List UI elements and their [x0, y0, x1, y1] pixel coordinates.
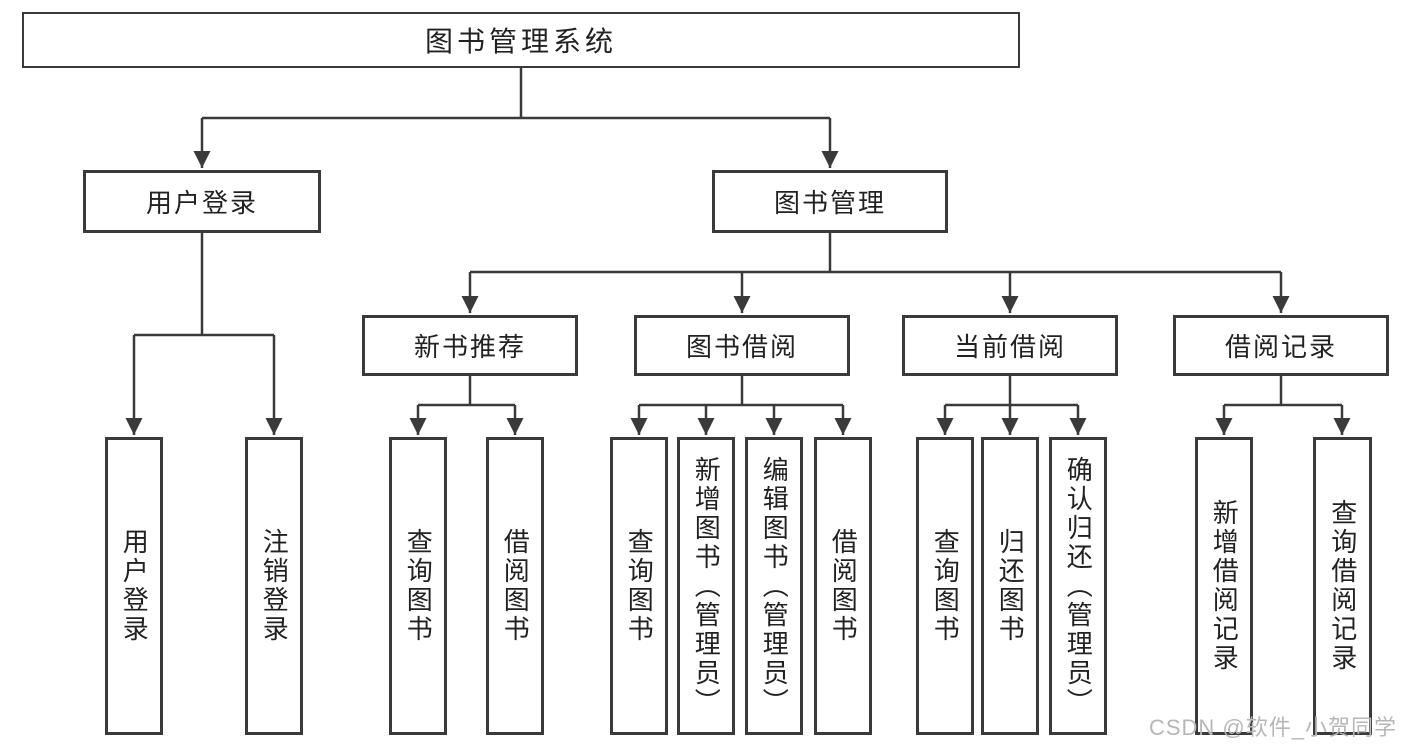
leaf-return-books: 归还图书: [981, 437, 1039, 735]
node-new-book-recommend: 新书推荐: [362, 315, 578, 376]
node-label: 当前借阅: [953, 332, 1066, 362]
csdn-watermark: CSDN @软件_小贺同学: [1148, 715, 1397, 740]
leaf-query-borrow-record: 查询借阅记录: [1313, 437, 1372, 735]
node-label: 图书管理系统: [424, 26, 617, 57]
node-label: 归还图书: [995, 528, 1026, 644]
node-label: 注销登录: [259, 528, 290, 644]
node-label: 用户登录: [119, 528, 150, 644]
node-label: 图书管理: [773, 188, 886, 218]
node-label: 用户登录: [145, 188, 258, 218]
leaf-confirm-return-admin: 确认归还（管理员）: [1049, 437, 1107, 735]
node-label: 查询图书: [624, 528, 655, 644]
node-borrow-records: 借阅记录: [1173, 315, 1389, 376]
node-label: 借阅记录: [1224, 332, 1337, 362]
leaf-edit-books-admin: 编辑图书（管理员）: [745, 437, 803, 735]
node-label: 确认归还（管理员）: [1063, 455, 1094, 717]
leaf-add-borrow-record: 新增借阅记录: [1195, 437, 1253, 735]
leaf-borrow-books-recommend: 借阅图书: [486, 437, 544, 735]
node-label: 编辑图书（管理员）: [759, 455, 790, 717]
node-user-login-branch: 用户登录: [83, 170, 321, 233]
node-book-management-branch: 图书管理: [712, 170, 948, 233]
node-label: 图书借阅: [685, 332, 798, 362]
node-library-management-system: 图书管理系统: [22, 12, 1020, 68]
leaf-query-books-recommend: 查询图书: [389, 437, 447, 735]
node-label: 新增借阅记录: [1209, 499, 1240, 673]
node-label: 新书推荐: [413, 332, 526, 362]
leaf-user-login: 用户登录: [105, 437, 163, 735]
leaf-query-books: 查询图书: [610, 437, 668, 735]
node-label: 借阅图书: [500, 528, 531, 644]
leaf-add-books-admin: 新增图书（管理员）: [677, 437, 735, 735]
leaf-logout: 注销登录: [245, 437, 303, 735]
node-label: 查询借阅记录: [1327, 499, 1358, 673]
node-label: 借阅图书: [828, 528, 859, 644]
leaf-borrow-books: 借阅图书: [814, 437, 872, 735]
node-current-borrow: 当前借阅: [902, 315, 1118, 376]
node-label: 新增图书（管理员）: [691, 455, 722, 717]
node-label: 查询图书: [930, 528, 961, 644]
leaf-query-books-current: 查询图书: [916, 437, 974, 735]
node-book-borrow: 图书借阅: [634, 315, 850, 376]
node-label: 查询图书: [403, 528, 434, 644]
